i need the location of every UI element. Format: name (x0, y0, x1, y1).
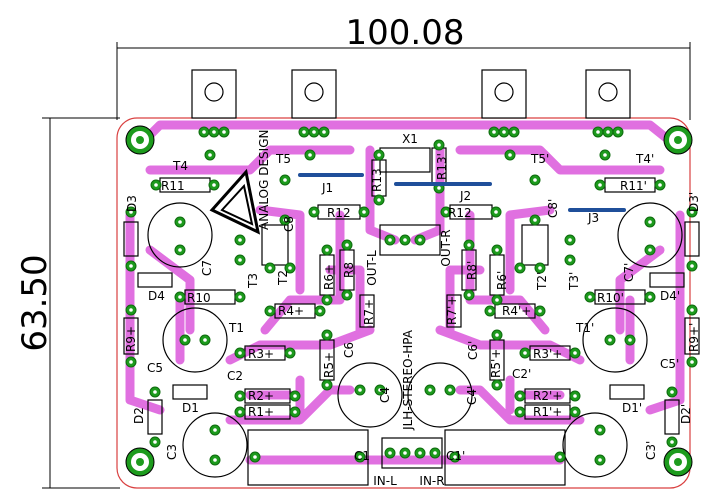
label-R2-prime: R2'+ (533, 389, 562, 403)
height-dimension: 63.50 (15, 117, 120, 489)
label-R3: R3+ (248, 347, 274, 361)
label-T2: T2 (276, 270, 290, 286)
jumper-wires (298, 173, 626, 212)
label-R5: R5+ (322, 352, 336, 378)
label-R1-prime: R1'+ (533, 405, 562, 419)
electrolytic-capacitors (147, 202, 683, 478)
left-channel-designators: T4 T5 J1 R11 C8 R12 R13 D3 C7 T3 T2 R6+ … (124, 152, 392, 463)
label-C7-prime: C7' (622, 263, 636, 282)
label-R11: R11 (161, 179, 185, 193)
label-T5-prime: T5' (530, 152, 549, 166)
label-C2-prime: C2' (512, 367, 531, 381)
label-D2: D2 (132, 407, 146, 424)
label-C7: C7 (200, 260, 214, 276)
label-D4: D4 (148, 289, 165, 303)
label-C2: C2 (227, 369, 243, 383)
board-title: JLH-STEREO-HPA (401, 329, 415, 431)
label-R5-prime: R5'+ (489, 349, 503, 378)
width-dimension-label: 100.08 (346, 13, 465, 53)
label-C1: C1 (354, 449, 370, 463)
label-R10-prime: R10' (597, 291, 624, 305)
label-J1: J1 (321, 181, 333, 195)
connector-in-left-label: IN-L (373, 474, 397, 488)
right-channel-designators: R13' J2 T5' T4' R11' D3' C8' J3 R12 T2' … (435, 152, 701, 463)
label-R13-prime: R13' (435, 153, 449, 180)
label-C8: C8 (282, 216, 296, 232)
analog-design-logo: ANALOG DESIGN (209, 130, 271, 235)
height-dimension-label: 63.50 (15, 254, 55, 351)
label-C8-prime: C8' (546, 199, 560, 218)
label-R10: R10 (187, 291, 211, 305)
label-R8-prime: R8' (465, 261, 479, 280)
label-R7-prime: R7'+ (445, 296, 459, 325)
label-T3-prime: T3' (567, 272, 581, 291)
label-D4-prime: D4' (660, 289, 680, 303)
label-R12: R12 (327, 206, 351, 220)
label-T5: T5 (275, 152, 291, 166)
label-T4-prime: T4' (635, 152, 654, 166)
label-C3-prime: C3' (644, 441, 658, 460)
label-T3: T3 (246, 273, 260, 289)
label-C6-prime: C6' (466, 341, 480, 360)
label-R8: R8 (342, 262, 356, 278)
width-dimension: 100.08 (116, 13, 691, 120)
label-T1: T1 (228, 321, 244, 335)
label-R7: R7+ (362, 299, 376, 325)
label-D1-prime: D1' (622, 401, 642, 415)
label-C4-prime: C4' (465, 386, 479, 405)
connector-out-right-label: OUT-R (439, 229, 453, 266)
label-R2: R2+ (248, 389, 274, 403)
label-R3-prime: R3'+ (533, 347, 562, 361)
label-C1-prime: C1' (446, 449, 465, 463)
label-R9: R9+ (124, 326, 138, 352)
label-R9-prime: R9+' (687, 323, 701, 352)
label-J2: J2 (459, 189, 471, 203)
label-R11-prime: R11' (620, 179, 647, 193)
label-D1: D1 (182, 401, 199, 415)
label-C5-prime: C5' (660, 357, 679, 371)
label-R13: R13 (370, 168, 384, 192)
connector-in-right-label: IN-R (419, 474, 444, 488)
label-R6: R6+ (322, 264, 336, 290)
label-R12-right: R12 (448, 206, 472, 220)
label-C6: C6 (342, 342, 356, 358)
label-C5: C5 (147, 361, 163, 375)
label-T1-prime: T1' (575, 321, 594, 335)
label-R4-prime: R4'+ (502, 304, 531, 318)
label-T2-prime: T2' (535, 272, 549, 291)
label-R4: R4+ (278, 304, 304, 318)
transistor-tabs (191, 69, 631, 119)
connector-out-left-label: OUT-L (365, 250, 379, 286)
label-D2-prime: D2' (679, 404, 693, 424)
label-D3-prime: D3' (687, 192, 701, 212)
label-J3: J3 (587, 211, 599, 225)
label-D3: D3 (125, 195, 139, 212)
jumper-label-x1: X1 (402, 132, 418, 146)
label-T4: T4 (172, 159, 188, 173)
label-C4: C4 (378, 387, 392, 403)
film-capacitors (247, 224, 566, 486)
logo-text: ANALOG DESIGN (257, 130, 271, 230)
label-R6-prime: R6' (495, 271, 509, 290)
diodes (123, 221, 700, 435)
label-R1: R1+ (248, 405, 274, 419)
label-C3: C3 (165, 444, 179, 460)
